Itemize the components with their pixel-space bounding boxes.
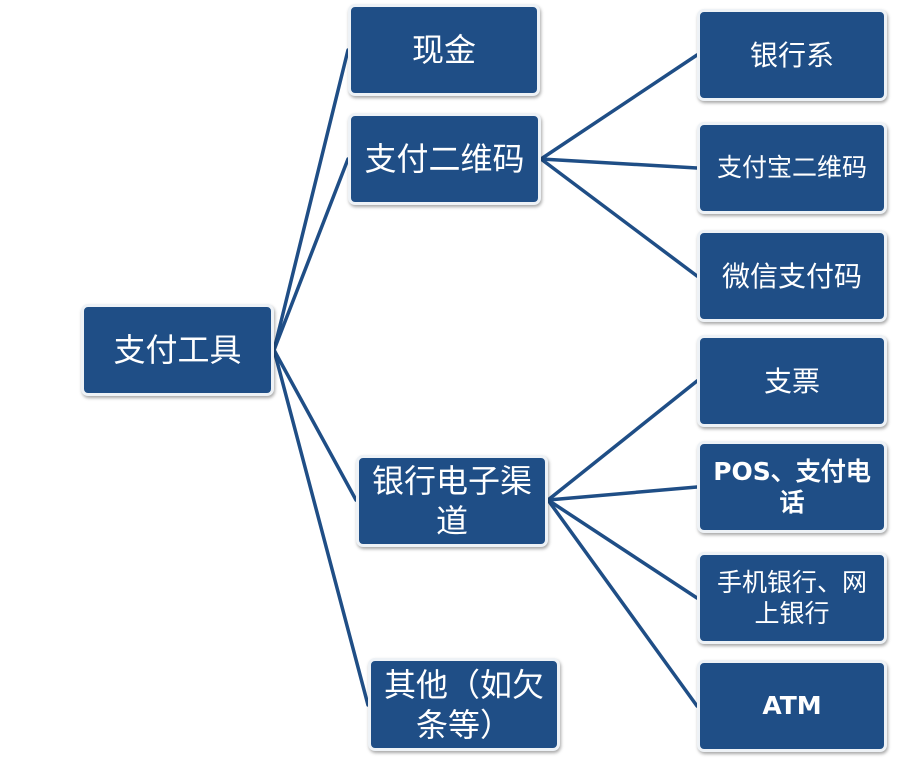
- connector-root-bank: [272, 348, 358, 502]
- node-cheque-label: 支票: [763, 364, 820, 398]
- connector-root-cash: [272, 48, 350, 352]
- node-wechat-qr: 微信支付码: [697, 230, 887, 322]
- node-other: 其他（如欠 条等）: [368, 658, 560, 751]
- node-bank-channel-label: 银行电子渠 道: [371, 462, 532, 540]
- root-node-label: 支付工具: [113, 331, 242, 369]
- node-pos-phone-label: POS、支付电 话: [713, 456, 871, 517]
- node-cash-label: 现金: [411, 31, 476, 69]
- connector-root-qr: [272, 157, 350, 352]
- node-alipay-qr-label: 支付宝二维码: [716, 153, 867, 183]
- connector-bank-cheque: [546, 379, 699, 502]
- node-atm-label: ATM: [762, 691, 822, 721]
- connector-root-other: [272, 348, 370, 707]
- connector-bank-mobile: [546, 498, 699, 600]
- node-wechat-qr-label: 微信支付码: [721, 259, 862, 293]
- connector-qr-wechat: [539, 157, 699, 278]
- node-pos-phone: POS、支付电 话: [697, 441, 887, 533]
- root-node: 支付工具: [81, 304, 274, 396]
- node-mobile-online-bank: 手机银行、网 上银行: [697, 552, 887, 644]
- node-cheque: 支票: [697, 335, 887, 427]
- connector-bank-atm: [546, 498, 699, 708]
- node-bank-system-label: 银行系: [749, 38, 834, 72]
- node-bank-channel: 银行电子渠 道: [356, 455, 548, 547]
- node-alipay-qr: 支付宝二维码: [697, 122, 887, 214]
- node-other-label: 其他（如欠 条等）: [383, 665, 544, 744]
- connector-bank-pos: [546, 485, 699, 502]
- node-qr-code: 支付二维码: [348, 113, 541, 205]
- node-qr-code-label: 支付二维码: [364, 140, 525, 178]
- node-atm: ATM: [697, 660, 887, 752]
- connector-qr-bank-system: [539, 53, 699, 161]
- node-mobile-online-bank-label: 手机银行、网 上银行: [716, 567, 867, 628]
- node-cash: 现金: [348, 4, 540, 96]
- node-bank-system: 银行系: [697, 9, 887, 101]
- connector-qr-alipay: [539, 157, 699, 170]
